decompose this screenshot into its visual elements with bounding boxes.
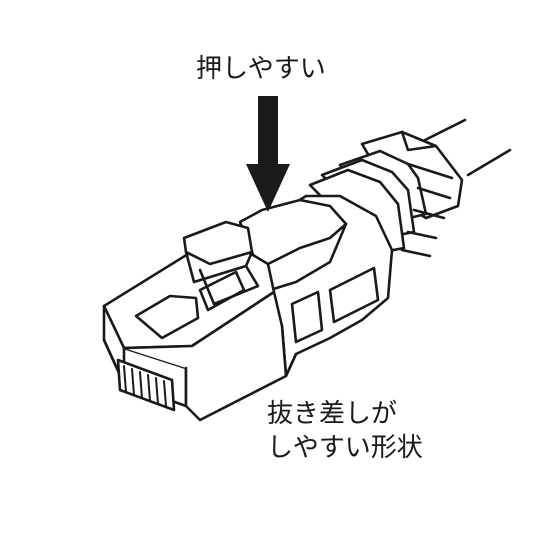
boot-side-window [328, 266, 380, 324]
plug [102, 220, 288, 422]
callout-easy-to-press: 押しやすい [196, 52, 326, 86]
callout-bottom-line2: しやすい形状 [267, 433, 423, 463]
callout-easy-insert-remove: 抜き差しが しやすい形状 [267, 397, 423, 465]
callout-bottom-line1: 抜き差しが [267, 399, 398, 429]
plug-side-face [122, 290, 288, 422]
down-arrow-icon [246, 96, 290, 212]
callout-top-text: 押しやすい [196, 54, 326, 84]
cable [423, 118, 512, 177]
